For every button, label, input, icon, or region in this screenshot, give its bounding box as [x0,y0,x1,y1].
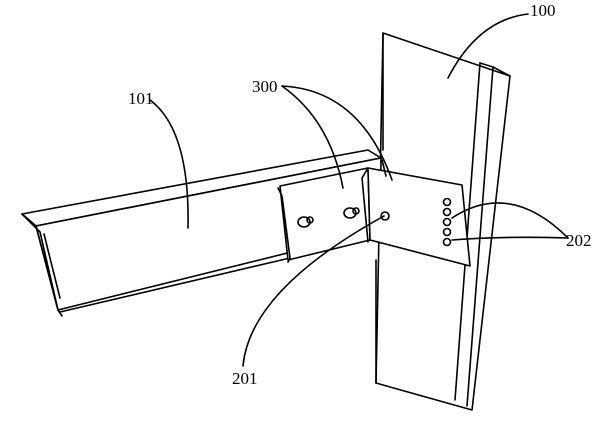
label-beam: 101 [128,89,154,108]
label-column: 100 [530,1,556,20]
label-weld-points: 202 [566,231,592,250]
leader-lines [149,13,569,367]
label-bracket: 300 [252,77,278,96]
label-bolt: 201 [232,369,258,388]
